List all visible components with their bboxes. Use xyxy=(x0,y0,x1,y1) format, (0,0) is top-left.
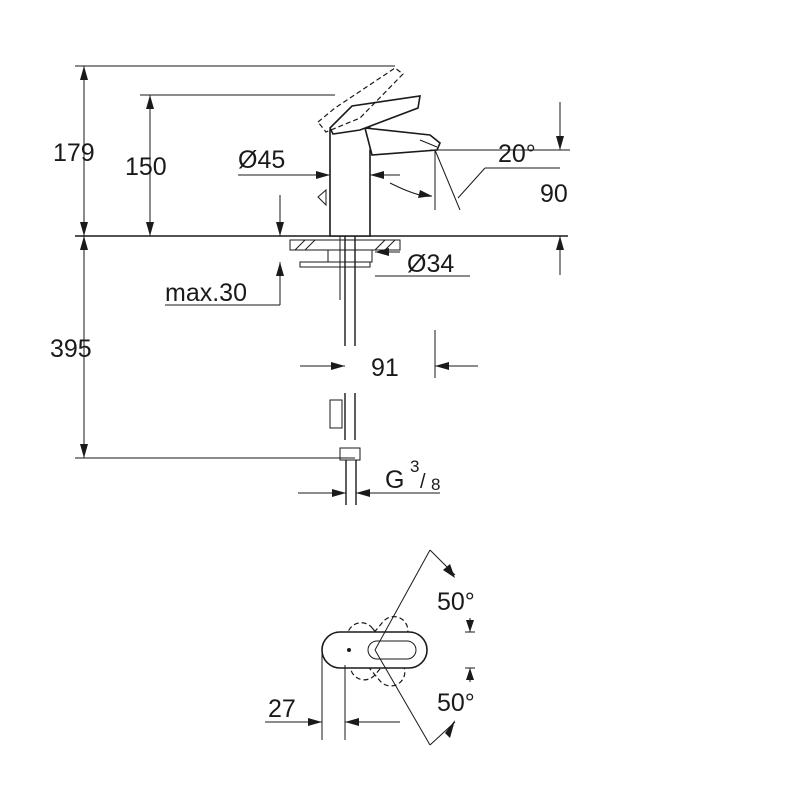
hose-connector xyxy=(329,393,361,505)
dim-label-91: 91 xyxy=(371,354,399,382)
dimension-150: 150 xyxy=(125,95,167,236)
dim-label-90: 90 xyxy=(540,180,568,208)
dim-label-thread-g: G xyxy=(385,466,404,494)
dim-label-150: 150 xyxy=(125,153,167,181)
mounting-assembly xyxy=(289,236,401,346)
lever-center xyxy=(321,631,428,669)
dimension-max30: max.30 xyxy=(165,195,284,307)
dimension-spout-angle: 20° 90 xyxy=(389,102,570,275)
dim-label-50deg-front: 50° xyxy=(437,689,475,717)
dimension-91: 91 xyxy=(300,330,478,382)
dim-label-thread-num: 3 xyxy=(410,457,419,476)
dim-label-max30: max.30 xyxy=(165,279,247,307)
dimension-27: 27 xyxy=(265,650,400,740)
dim-label-395: 395 xyxy=(50,335,92,363)
dim-label-d45: Ø45 xyxy=(238,146,285,174)
dim-label-d34: Ø34 xyxy=(407,250,454,278)
dimension-thread: G 3 / 8 xyxy=(298,457,440,497)
thread-slash: / xyxy=(420,471,426,493)
faucet-side-view: 179 150 395 xyxy=(50,65,570,505)
dim-label-179: 179 xyxy=(53,139,95,167)
dim-label-thread-den: 8 xyxy=(431,475,440,494)
dim-label-20deg: 20° xyxy=(498,140,536,168)
faucet-top-view: 50° 50° 27 xyxy=(265,549,475,746)
dimension-395: 395 xyxy=(50,236,92,458)
faucet-body xyxy=(317,67,441,237)
dim-label-50deg-back: 50° xyxy=(437,588,475,616)
dimension-d34: Ø34 xyxy=(375,248,470,278)
dim-label-27: 27 xyxy=(268,695,296,723)
dimension-179: 179 xyxy=(53,66,95,236)
dimension-d45: Ø45 xyxy=(238,146,400,179)
